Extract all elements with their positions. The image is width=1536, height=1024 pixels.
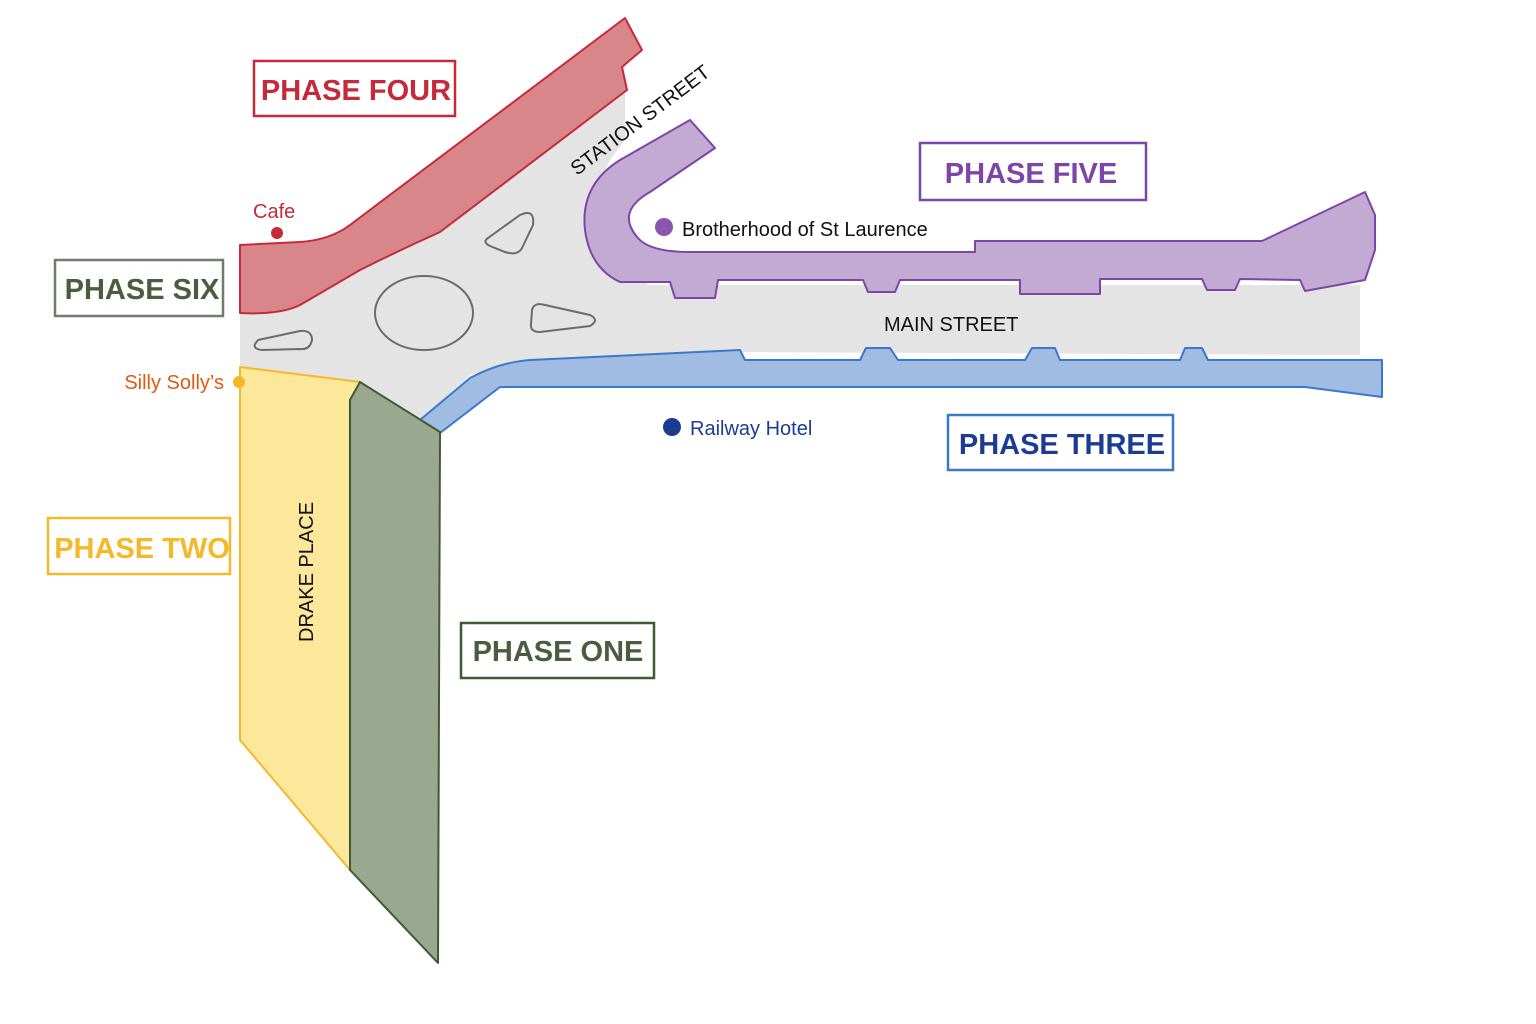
- railway-hotel-label: Railway Hotel: [690, 418, 812, 440]
- poi-cafe[interactable]: Cafe: [253, 201, 295, 239]
- cafe-marker-icon: [271, 227, 283, 239]
- silly-sollys-marker-icon: [233, 376, 245, 388]
- traffic-island: [529, 303, 596, 334]
- brotherhood-marker-icon: [655, 218, 673, 236]
- roundabout-island: [374, 275, 474, 351]
- phase-one-label: PHASE ONE: [459, 621, 656, 680]
- cafe-label: Cafe: [253, 201, 295, 223]
- silly-sollys-label: Silly Solly’s: [124, 372, 224, 394]
- svg-text:PHASE ONE: PHASE ONE: [473, 636, 644, 668]
- phase-two-label: PHASE TWO: [46, 516, 232, 576]
- phase-five-label: PHASE FIVE: [918, 141, 1148, 202]
- svg-text:PHASE FOUR: PHASE FOUR: [261, 75, 451, 107]
- poi-silly-sollys[interactable]: Silly Solly’s: [124, 372, 245, 394]
- phase-five-area: [583, 119, 1376, 299]
- poi-brotherhood[interactable]: Brotherhood of St Laurence: [655, 218, 928, 241]
- svg-text:PHASE SIX: PHASE SIX: [65, 274, 220, 306]
- brotherhood-label: Brotherhood of St Laurence: [682, 219, 928, 241]
- traffic-island: [484, 212, 535, 255]
- phase-one-area: [349, 381, 441, 964]
- phase-three-label: PHASE THREE: [946, 413, 1175, 472]
- street-label-main: MAIN STREET: [884, 314, 1018, 336]
- traffic-island: [253, 329, 314, 352]
- svg-text:PHASE FIVE: PHASE FIVE: [945, 158, 1117, 190]
- phase-six-label: PHASE SIX: [53, 258, 225, 318]
- poi-railway-hotel[interactable]: Railway Hotel: [663, 418, 812, 440]
- svg-text:PHASE THREE: PHASE THREE: [959, 429, 1165, 461]
- street-label-drake: DRAKE PLACE: [296, 502, 318, 642]
- phase-four-label: PHASE FOUR: [252, 59, 457, 118]
- phase-four-area: [239, 17, 643, 315]
- railway-hotel-marker-icon: [663, 418, 681, 436]
- svg-text:PHASE TWO: PHASE TWO: [54, 533, 230, 565]
- phase-three-area: [419, 347, 1383, 434]
